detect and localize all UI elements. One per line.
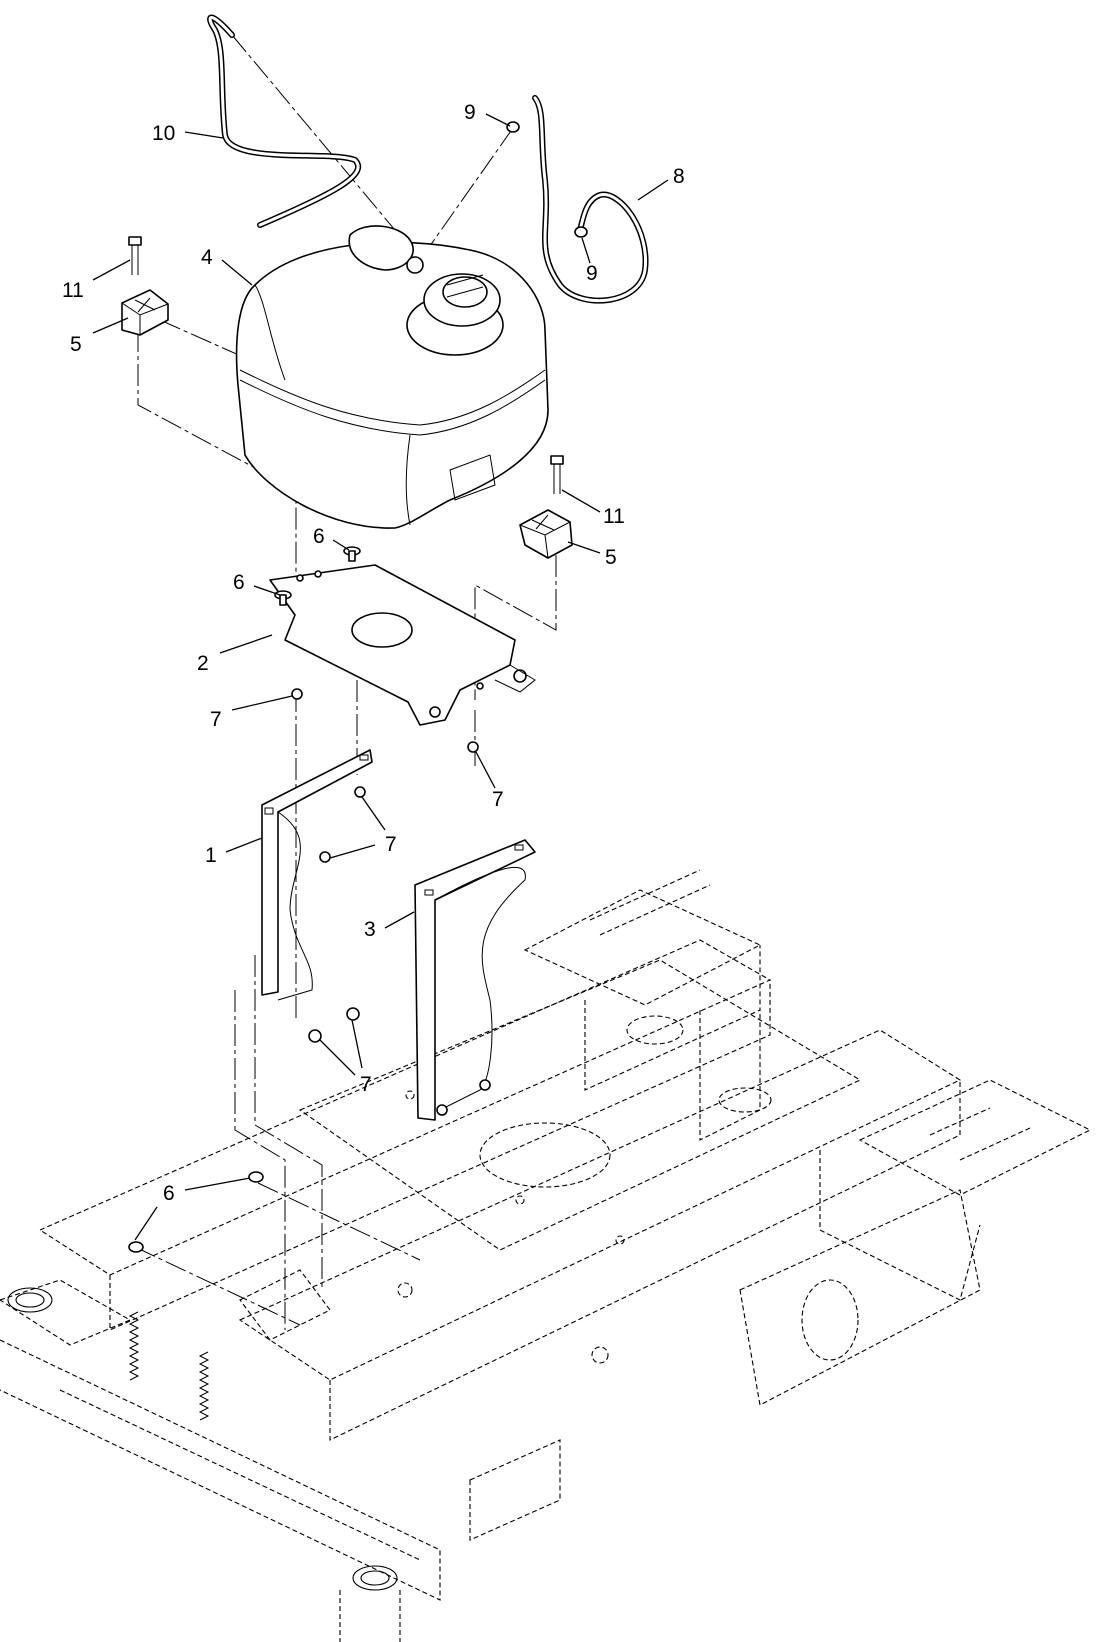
part-9-clamp-lower [574,226,588,238]
callout-6-upper-left: 6 [233,571,245,594]
part-2-mount-plate [269,564,536,726]
callout-1: 1 [205,844,217,867]
callout-6-upper-right: 6 [313,525,325,548]
mower-frame [0,869,1092,1642]
callout-7-lower: 7 [360,1073,372,1096]
part-3-bracket [414,839,536,1121]
callout-5-left: 5 [70,333,82,356]
part-5-strap-left [121,289,169,336]
callout-7-left: 7 [210,708,222,731]
callout-7-middle: 7 [385,833,397,856]
callout-10: 10 [152,122,175,145]
part-4-fuel-tank [235,225,549,529]
callout-5-right: 5 [605,546,617,569]
callout-7-right: 7 [492,788,504,811]
callout-11-left: 11 [62,279,84,302]
callout-labels: 10 9 8 9 4 11 5 11 5 6 6 2 7 7 7 1 3 7 6 [62,101,685,1205]
part-1-bracket [261,749,373,1001]
part-11-bolt-right [550,455,564,494]
part-8-hose [532,95,649,304]
callout-2: 2 [197,652,209,675]
part-6-pin-lower [128,1171,264,1253]
part-9-clamp-upper [506,121,520,133]
part-5-strap-right [519,509,573,559]
part-6-pin-upper-left [274,590,292,606]
part-11-bolt-left [128,236,142,275]
callout-9-lower: 9 [586,262,598,285]
part-7-nuts [291,688,479,1043]
callout-9-upper: 9 [464,101,476,124]
callout-11-right: 11 [603,505,625,528]
alignment-lines [134,34,557,1330]
callout-8: 8 [673,165,685,188]
leader-lines [92,113,669,1241]
callout-4: 4 [201,246,213,269]
part-10-hose [207,14,362,228]
callout-3: 3 [364,918,376,941]
callout-6-lower: 6 [163,1182,175,1205]
